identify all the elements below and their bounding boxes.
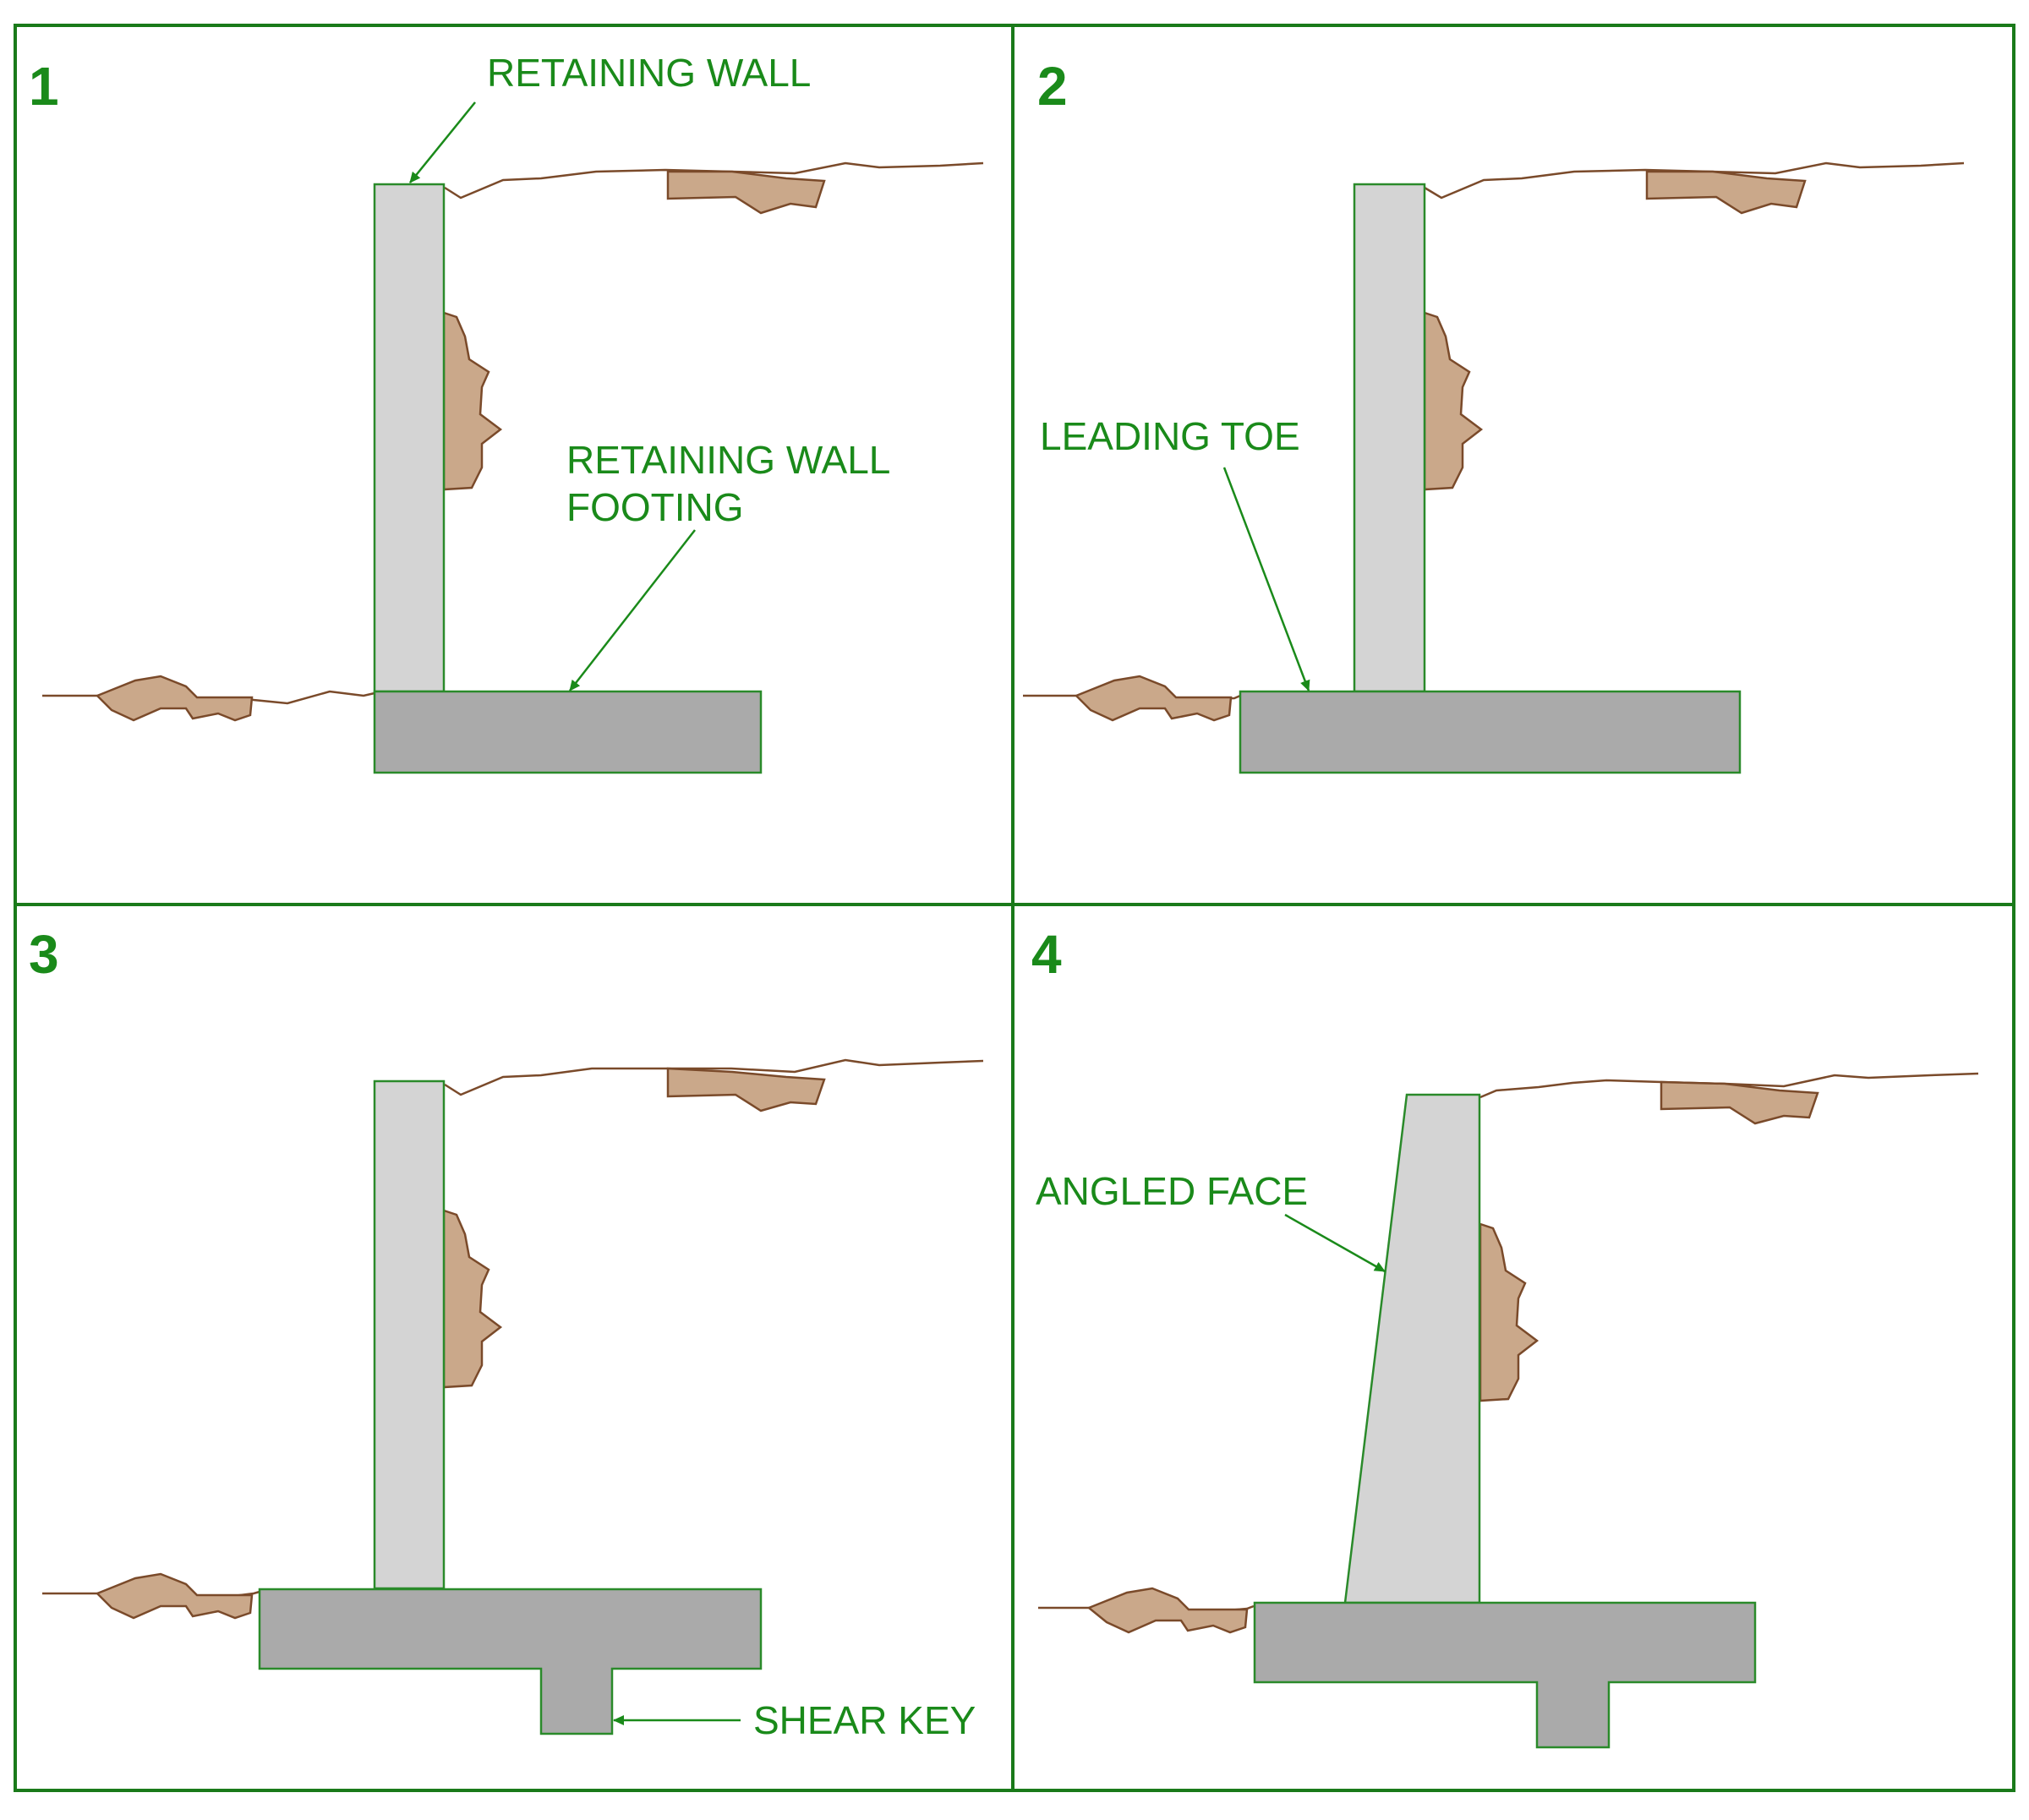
leading-toe-leader: [1222, 467, 1310, 691]
upper-rock: [1660, 1080, 1819, 1125]
backfill-rock: [442, 311, 503, 491]
upper-rock: [1645, 170, 1807, 215]
retaining-wall: [373, 183, 446, 693]
lower-rock: [95, 1572, 254, 1620]
angled-face-label: ANGLED FACE: [1036, 1169, 1308, 1213]
wall-footing-extended-toe: [1239, 690, 1742, 774]
panel-number: 3: [29, 924, 59, 985]
panel-4: 4 ANGLED FACE: [1031, 924, 1979, 1749]
wall-footing-with-shear-key: [1253, 1601, 1757, 1749]
leading-toe-label: LEADING TOE: [1040, 414, 1300, 458]
shear-key-label: SHEAR KEY: [753, 1698, 976, 1742]
footing-label-line-2: FOOTING: [566, 485, 744, 529]
panel-1: 1 RETAINING WALL RETAINING WALL FOOTING: [29, 51, 984, 774]
lower-rock: [1074, 675, 1233, 722]
retaining-wall-label: RETAINING WALL: [487, 51, 811, 95]
wall-footing: [373, 690, 763, 774]
panel-3: 3 SHEAR KEY: [29, 924, 984, 1742]
backfill-rock: [1479, 1222, 1540, 1402]
upper-rock: [666, 170, 826, 215]
angled-face-leader: [1284, 1213, 1386, 1273]
panel-number: 4: [1031, 924, 1062, 985]
backfill-rock: [442, 1209, 503, 1389]
lower-rock: [95, 675, 254, 722]
retaining-wall: [373, 1079, 446, 1590]
backfill-rock: [1423, 311, 1484, 491]
retaining-wall: [1353, 183, 1426, 693]
upper-ground-line: [444, 1058, 984, 1096]
upper-rock: [666, 1067, 826, 1112]
footing-label-line-1: RETAINING WALL: [566, 438, 890, 482]
wall-footing-with-shear-key: [258, 1588, 763, 1735]
retaining-wall-angled: [1343, 1093, 1481, 1604]
footing-leader: [569, 529, 696, 691]
retaining-wall-leader: [409, 101, 476, 183]
panel-number: 2: [1037, 56, 1068, 117]
panel-2: 2 LEADING TOE: [1023, 56, 1965, 774]
lower-rock: [1086, 1587, 1249, 1634]
panel-number: 1: [29, 56, 59, 117]
